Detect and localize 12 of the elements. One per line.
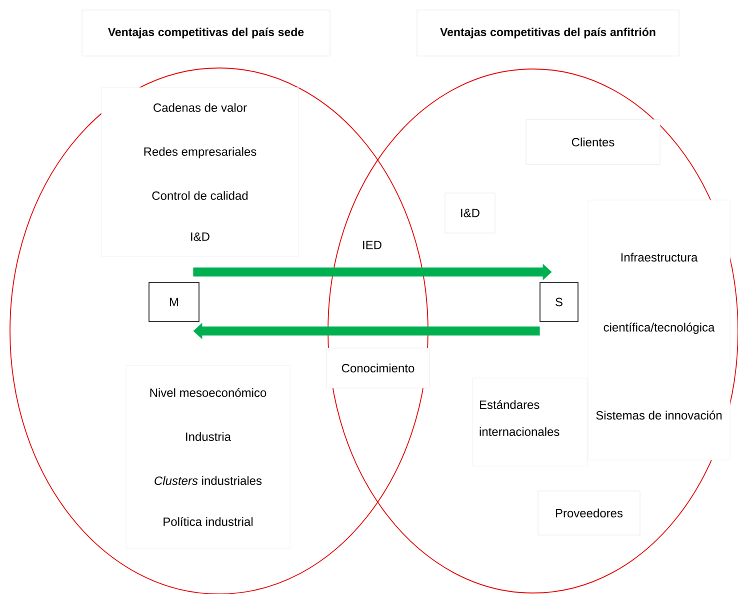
factor-box: I&D [444, 192, 496, 234]
heading-box: Ventajas competitivas del país sede [82, 10, 330, 56]
company-box: M [148, 282, 200, 322]
edge-label: Conocimiento [326, 348, 430, 388]
factor-box: Estándares internacionales [472, 378, 588, 466]
factor-list-box: Cadenas de valor Redes empresariales Control de calidad I&D [101, 87, 299, 257]
factor-box: Clientes [526, 119, 660, 165]
heading-box: Ventajas competitivas del país anfitrión [416, 10, 680, 56]
factor-list-box: Nivel mesoeconómico Industria Clusters industriales Política industrial [126, 365, 290, 549]
factor-box: Proveedores [538, 490, 640, 536]
edge-label: IED [360, 238, 384, 252]
company-box: S [540, 282, 578, 322]
